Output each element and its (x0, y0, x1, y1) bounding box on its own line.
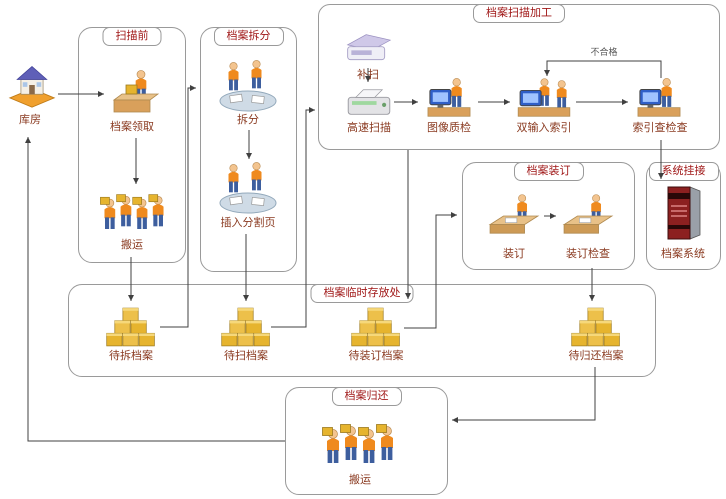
warehouse-icon (8, 60, 56, 110)
carry-label: 搬运 (121, 239, 143, 251)
receive-desk-icon (108, 70, 164, 118)
split-label: 拆分 (237, 114, 259, 126)
highspeed-label: 高速扫描 (347, 122, 391, 134)
return-carry-label: 搬运 (349, 474, 371, 486)
receive-label: 档案领取 (110, 121, 154, 133)
group-title-split: 档案拆分 (213, 27, 284, 46)
to-split-label: 待拆档案 (109, 350, 153, 362)
group-title-return: 档案归还 (331, 387, 402, 406)
binding-desk-icon (486, 194, 542, 238)
to-bind-label: 待装订档案 (348, 350, 404, 362)
binding-label: 装订 (503, 248, 525, 260)
dual-input-operators-icon (514, 78, 574, 122)
flatbed-scanner-icon (342, 30, 394, 67)
box-stack-to-scan-icon (219, 306, 273, 348)
box-stack-to-split-icon (104, 306, 158, 348)
to-return-label: 待归还档案 (568, 350, 624, 362)
carriers-group-icon (100, 190, 168, 234)
box-stack-to-return-icon (569, 306, 623, 348)
insert-team-icon (216, 162, 280, 214)
split-team-icon (216, 60, 280, 112)
double-index-label: 双输入索引 (516, 122, 572, 134)
group-title-system: 系统挂接 (648, 162, 719, 181)
binding-check-desk-icon (560, 194, 616, 238)
archive-system-label: 档案系统 (661, 248, 705, 260)
group-title-storage: 档案临时存放处 (310, 284, 414, 303)
to-scan-label: 待扫档案 (224, 350, 268, 362)
return-carriers-icon (322, 420, 398, 468)
insert-label: 插入分割页 (220, 217, 276, 229)
server-rack-icon (660, 182, 706, 242)
highspeed-scanner-icon (344, 86, 394, 120)
group-title-binding: 档案装订 (513, 162, 584, 181)
resupply-label: 补扫 (357, 69, 379, 81)
warehouse-label: 库房 (19, 114, 41, 126)
group-title-scan: 档案扫描加工 (473, 4, 565, 23)
index-check-label: 索引查检查 (632, 122, 688, 134)
index-check-operator-icon (632, 78, 686, 122)
binding-check-label: 装订检查 (566, 248, 610, 260)
box-stack-to-bind-icon (349, 306, 403, 348)
image-qc-operator-icon (422, 78, 476, 122)
fail-label: 不合格 (590, 47, 618, 57)
image-qc-label: 图像质检 (427, 122, 471, 134)
group-title-pre-scan: 扫描前 (102, 27, 162, 46)
